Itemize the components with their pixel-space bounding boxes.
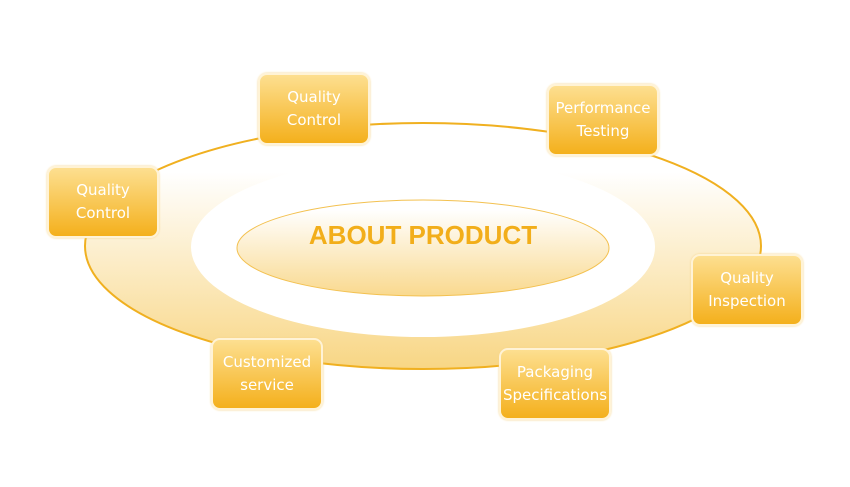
node-packaging-specifications: Packaging Specifications [499, 348, 611, 420]
node-customized-service: Customized service [211, 338, 323, 410]
center-title: ABOUT PRODUCT [308, 220, 538, 250]
node-quality-inspection: Quality Inspection [691, 254, 803, 326]
node-quality-control-left: Quality Control [47, 166, 159, 238]
center-ellipse [236, 199, 610, 297]
node-performance-testing: Performance Testing [547, 84, 659, 156]
node-quality-control-top: Quality Control [258, 73, 370, 145]
